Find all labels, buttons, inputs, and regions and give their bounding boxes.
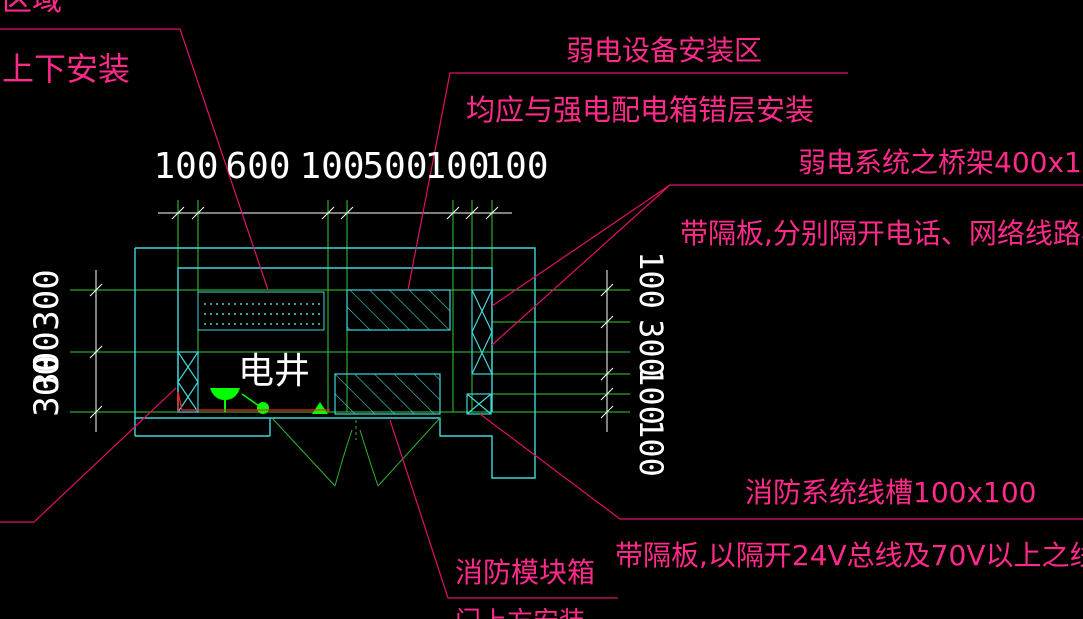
hatched-box-lower (334, 373, 441, 415)
triangle-symbol (312, 402, 328, 414)
dim-right-4: 100 (632, 419, 670, 477)
shaft-walls (134, 247, 536, 479)
leader-lines (0, 28, 1083, 599)
dim-top-2: 600 (225, 146, 290, 187)
label-stagger-mount: 均应与强电配电箱错层安装 (466, 93, 814, 127)
label-fire-trough: 消防系统线槽100x100 (745, 476, 1036, 509)
dim-top-5: 100 (424, 146, 489, 187)
weak-equipment-zone (197, 291, 325, 331)
left-cable-tray (177, 351, 199, 413)
label-top-left-partial: 区域 (2, 0, 62, 18)
dim-top-3: 100 (299, 146, 364, 187)
label-bottom-partial: 门上方安装 (455, 607, 585, 619)
lamp-symbol (210, 388, 240, 412)
label-trough-partition: 带隔板,以隔开24V总线及70V以上之线路 (615, 539, 1083, 572)
fire-trough-box (466, 393, 492, 415)
dim-top-4: 500 (362, 146, 427, 187)
door-swing (271, 417, 441, 487)
label-weak-area: 弱电设备安装区 (566, 34, 762, 67)
label-mount-updown: 上下安装 (2, 50, 130, 88)
dim-right-1: 100 (632, 251, 670, 309)
label-fire-module-box: 消防模块箱 (455, 556, 595, 589)
weak-cable-tray (471, 289, 493, 375)
dim-top-6: 100 (483, 146, 548, 187)
dim-left-3: 300 (27, 355, 67, 416)
hatched-box-upper (346, 289, 451, 331)
label-tray-partition: 带隔板,分别隔开电话、网络线路与可 (680, 217, 1083, 250)
label-weak-tray: 弱电系统之桥架400x100 (798, 146, 1083, 179)
dim-top-1: 100 (153, 146, 218, 187)
dimension-text: 100 600 100 500 100 100 300 300 300 100 … (27, 146, 670, 477)
dim-right-3: 100 (632, 367, 670, 425)
dim-left-1: 300 (27, 269, 67, 330)
red-cable (177, 391, 330, 412)
junction-dot (257, 402, 269, 414)
dim-left-2: 300 (27, 331, 67, 392)
dim-right-2: 300 (632, 319, 670, 377)
dimension-lines (89, 206, 614, 432)
label-shaft-name: 电井 (238, 351, 310, 392)
